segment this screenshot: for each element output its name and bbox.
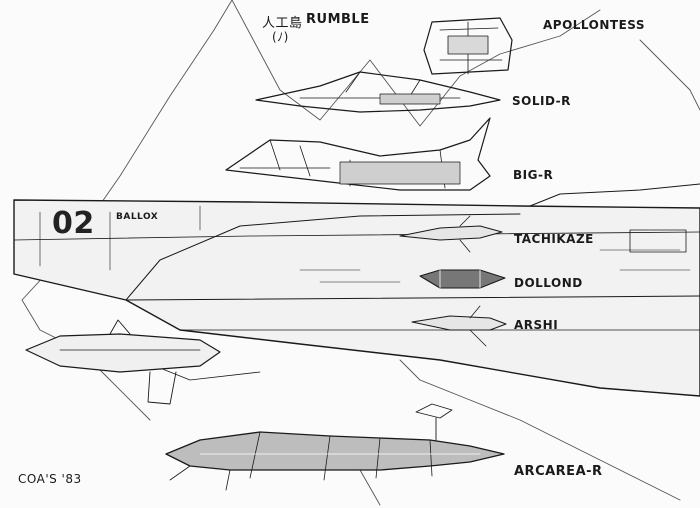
solid-r-ship (255, 71, 501, 113)
left-shuttle (25, 319, 221, 405)
label-arshi: ARSHI (514, 318, 559, 332)
hull-number: 02 (52, 206, 95, 241)
title-sub: (ﾉ) (272, 30, 289, 44)
tachikaze-ship (399, 215, 503, 253)
label-tachikaze: TACHIKAZE (514, 232, 594, 246)
label-arcarea-r: ARCAREA-R (514, 464, 603, 479)
ballox-hull (13, 183, 700, 397)
label-apollontess: APOLLONTESS (543, 18, 646, 32)
arshi-ship (411, 305, 507, 347)
dollond-ship (419, 269, 506, 289)
title-rumble: RUMBLE (306, 12, 370, 27)
label-solid-r: SOLID-R (512, 94, 571, 108)
label-big-r: BIG-R (513, 168, 554, 182)
label-dollond: DOLLOND (514, 276, 583, 290)
apollontess-ship (423, 17, 513, 75)
signature: COA'S '83 (18, 472, 82, 486)
big-r-ship (225, 117, 491, 191)
arcarea-r-ship (165, 403, 505, 491)
title-kanji: 人工島 (262, 16, 303, 31)
hull-name: BALLOX (116, 212, 159, 222)
